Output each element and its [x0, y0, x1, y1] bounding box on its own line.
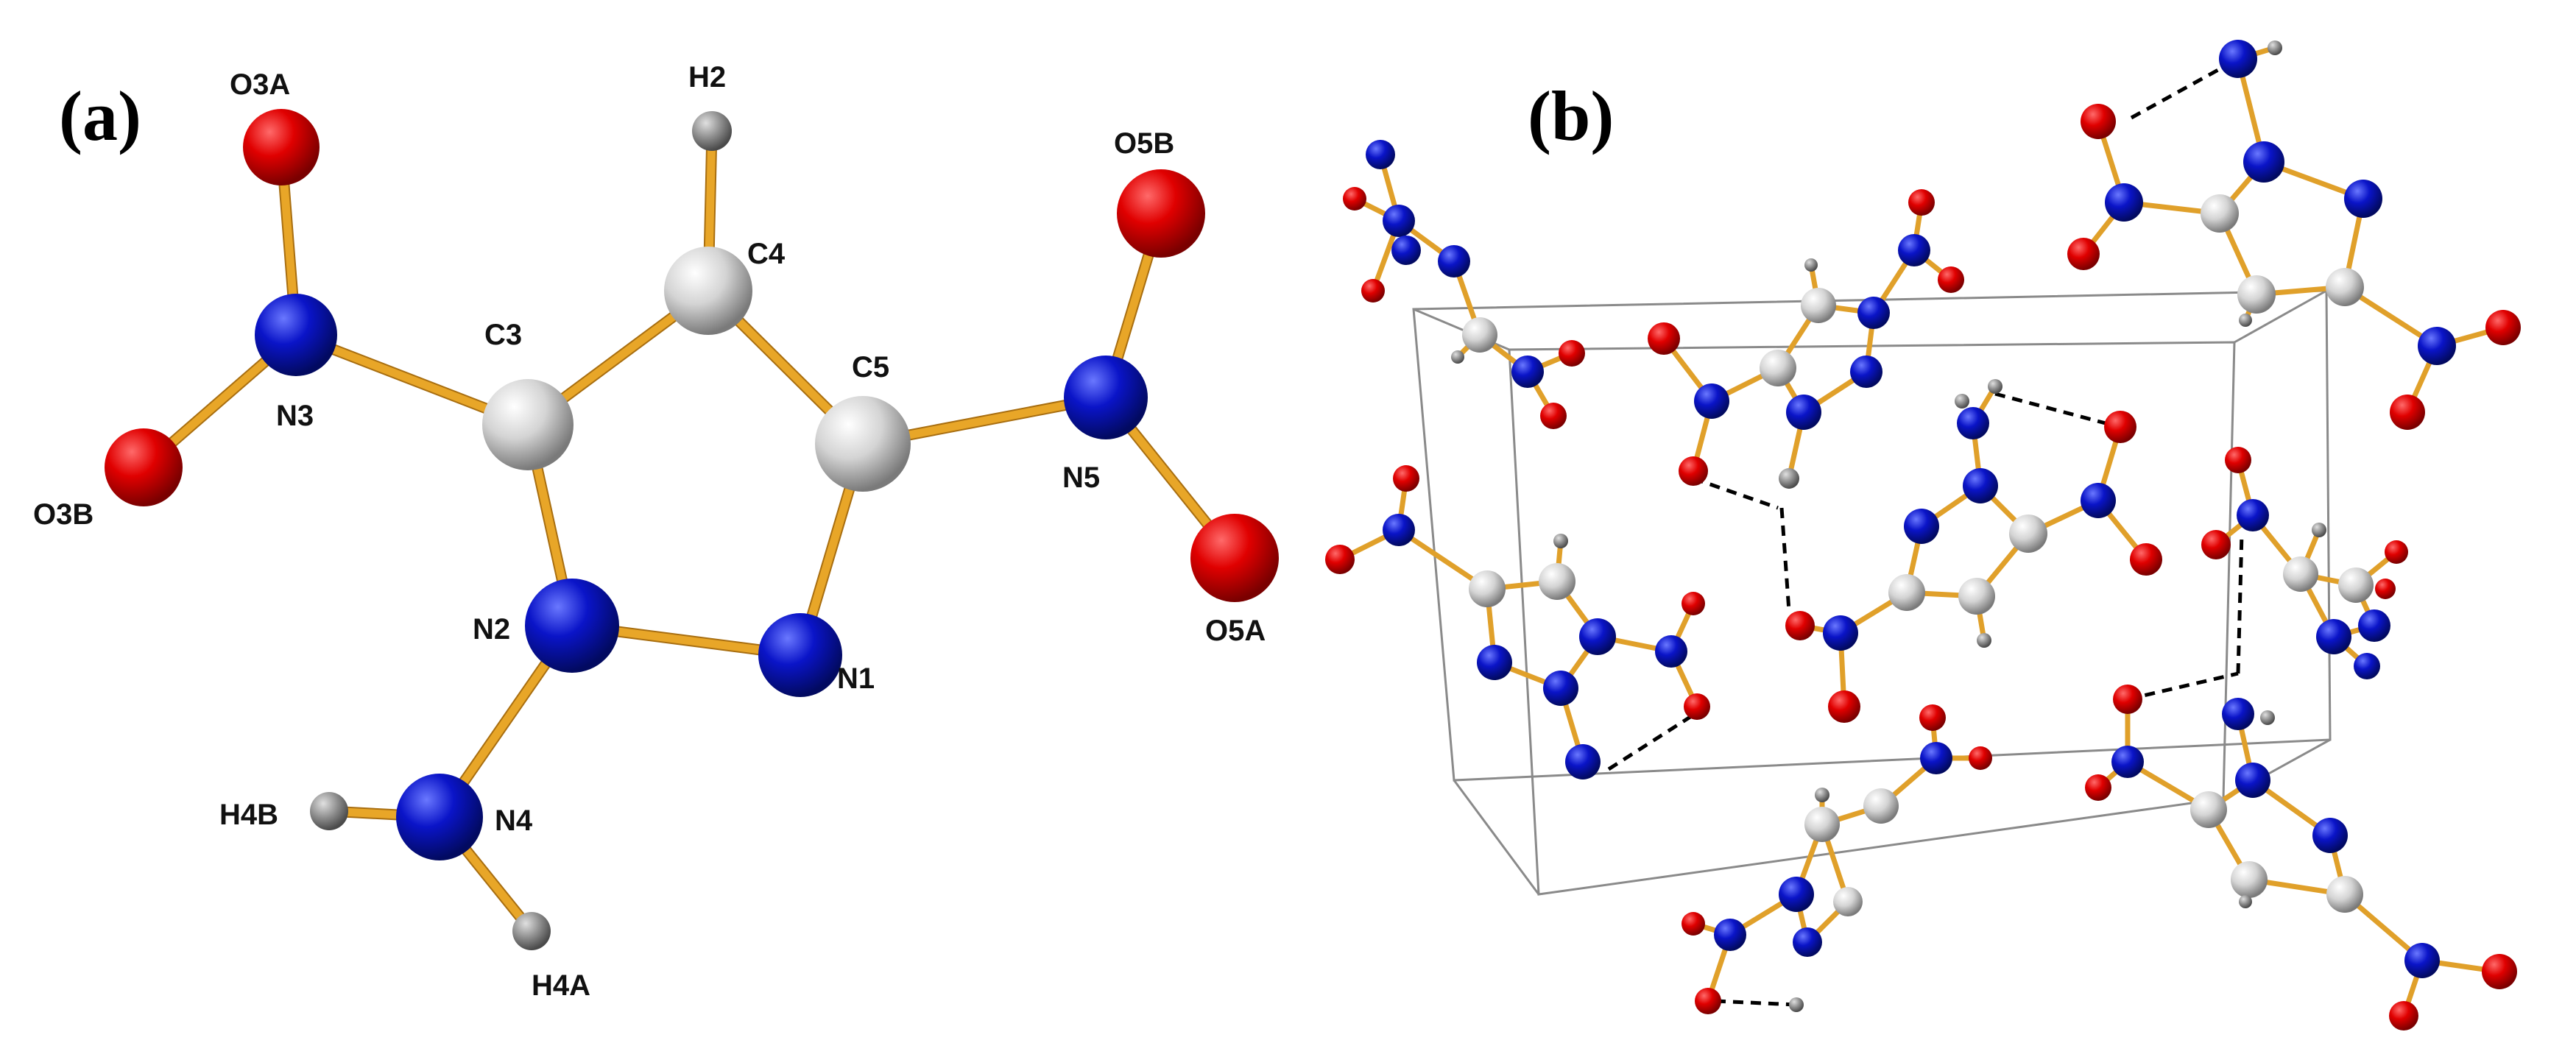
- label-h4a: H4A: [532, 969, 590, 1002]
- label-c3: C3: [484, 319, 522, 351]
- label-n1: N1: [837, 662, 875, 695]
- molecule-left-middle: [1325, 465, 1710, 779]
- label-n3: N3: [276, 400, 314, 432]
- label-n5: N5: [1062, 462, 1100, 494]
- molecule-center: [1785, 379, 2162, 723]
- label-c5: C5: [852, 351, 889, 383]
- atom-o3a: [243, 109, 320, 185]
- label-h4b: H4B: [219, 799, 278, 831]
- atom-c4: [664, 247, 752, 335]
- atom-h4b: [310, 792, 348, 830]
- label-o5b: O5B: [1114, 127, 1174, 160]
- label-n2: N2: [473, 613, 510, 646]
- atom-n4: [396, 774, 483, 860]
- atom-c3: [482, 379, 574, 470]
- panel-a: (a): [33, 61, 1279, 1002]
- molecule-bottom-center: [1682, 704, 1992, 1014]
- panel-a-atoms: [105, 109, 1279, 950]
- label-o5a: O5A: [1205, 615, 1266, 647]
- label-n4: N4: [495, 805, 533, 837]
- atom-h2: [692, 111, 732, 151]
- atom-n1: [758, 613, 842, 697]
- atom-c5: [815, 396, 911, 492]
- molecule-right-middle: [2201, 447, 2408, 679]
- panel-a-label: (a): [59, 77, 141, 155]
- label-o3b: O3B: [33, 498, 93, 531]
- label-h2: H2: [688, 61, 726, 93]
- atom-o5b: [1117, 169, 1205, 258]
- panel-a-atom-labels: O3A O3B N3 C3 H2 C4 C5 N5 O5B O5A N2 N1 …: [33, 61, 1266, 1002]
- atom-o5a: [1190, 514, 1279, 602]
- atom-n2: [525, 579, 619, 673]
- panel-b: (b): [1325, 40, 2521, 1030]
- atom-n3: [255, 294, 337, 376]
- molecule-upper-center: [1648, 189, 1964, 489]
- molecule-top-left: [1343, 140, 1585, 429]
- molecule-top-right: [2067, 40, 2521, 430]
- label-c4: C4: [747, 238, 786, 270]
- panel-b-label: (b): [1528, 77, 1614, 155]
- atom-o3b: [105, 428, 183, 506]
- label-o3a: O3A: [230, 68, 290, 101]
- hydrogen-bonds: [1607, 57, 2244, 1007]
- atom-n5: [1064, 356, 1148, 439]
- molecule-bottom-right: [2085, 685, 2517, 1030]
- atom-h4a: [512, 912, 551, 950]
